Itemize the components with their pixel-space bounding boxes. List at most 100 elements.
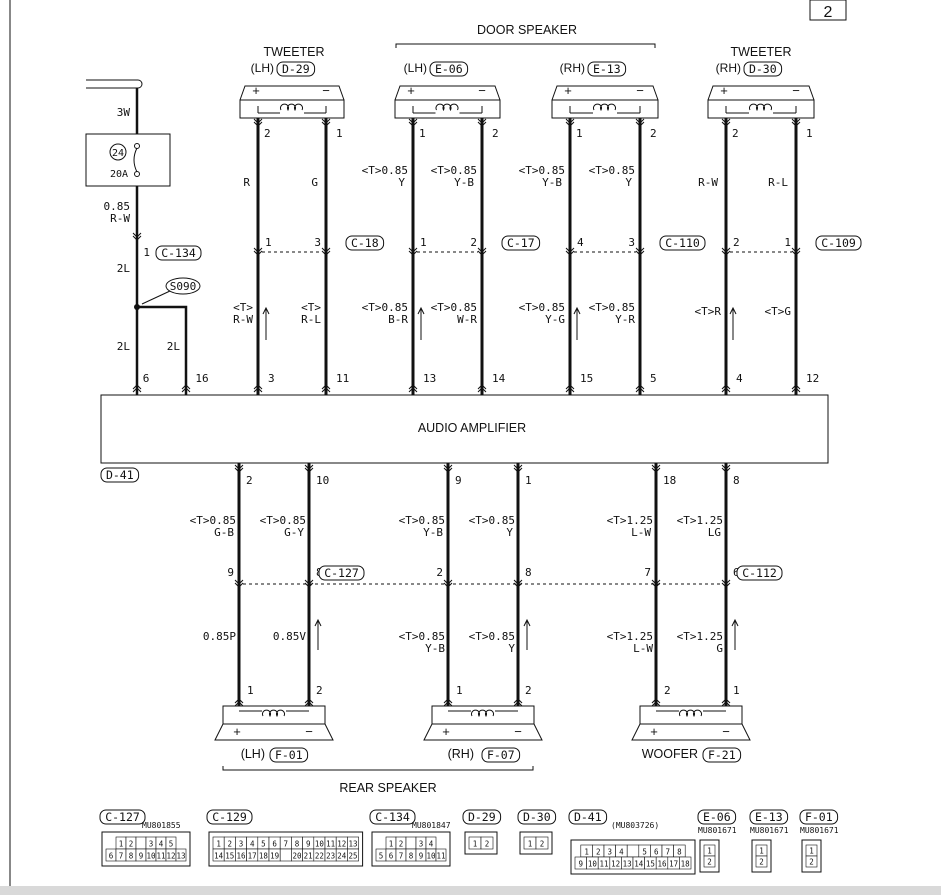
bottom-current-arrow-1-head [523, 618, 531, 627]
legend-pin-number: 6 [272, 840, 277, 849]
top-wire-amp-pin-4: 15 [580, 372, 593, 385]
legend-pin-number: 4 [429, 840, 434, 849]
bottom-wire-upper-color-1: G-Y [284, 526, 304, 539]
top-current-arrow-3-head [729, 306, 737, 315]
top-wire-mid-pin-0: 1 [265, 236, 272, 249]
bottom-wire-spk-terminal-5 [721, 698, 731, 707]
c134-terminal-icon [132, 232, 142, 241]
top-wire-mid-pin-6: 2 [733, 236, 740, 249]
top-wire-mid-terminal-1 [321, 247, 331, 256]
bottom-wire-upper-size-1: <T>0.85 [260, 514, 306, 527]
legend-pin-number: 13 [623, 860, 632, 869]
top-speaker-0-plus: + [252, 83, 260, 98]
top-wire-amp-terminal-6 [721, 384, 731, 393]
legend-pin-number: 2 [596, 848, 601, 857]
top-speaker-0-coil-icon [280, 103, 303, 112]
legend-pin-number: 24 [337, 852, 347, 861]
splice-pointer [141, 290, 171, 305]
bottom-speaker-connector-0-frame [269, 747, 309, 763]
legend-pin-cell [347, 848, 359, 862]
top-mid-connector-0: C-18 [351, 236, 379, 250]
legend-pin-number: 10 [146, 852, 156, 861]
legend-pin-number: 21 [304, 852, 313, 861]
legend-connector-part-2: MU801847 [412, 821, 451, 830]
top-wire-spk-pin-3: 2 [492, 127, 499, 140]
top-wire-mid-pin-4: 4 [577, 236, 584, 249]
page-number: 2 [824, 4, 833, 21]
door-speaker-bracket [395, 43, 656, 48]
legend-pin-number: 14 [634, 860, 644, 869]
bottom-wire-upper-size-2: <T>0.85 [399, 514, 445, 527]
fuse-rating: 20A [110, 169, 128, 180]
bottom-speaker-side-2: WOOFER [642, 747, 698, 761]
top-wire-lower-size-5: <T>0.85 [589, 301, 635, 314]
top-wire-mid-pin-7: 1 [784, 236, 791, 249]
legend-pin-number: 11 [326, 840, 335, 849]
top-wire-lower-color-4: Y-G [545, 313, 565, 326]
legend-pin-number: 12 [611, 860, 620, 869]
top-wire-terminal-3 [477, 118, 487, 127]
bottom-speaker-connector-1: F-07 [487, 748, 515, 762]
legend-pin-number: 2 [129, 840, 134, 849]
bottom-wire-amp-terminal-5 [721, 464, 731, 473]
top-speaker-2-cone [551, 85, 659, 101]
bottom-wire-amp-terminal-3 [513, 464, 523, 473]
legend-pin-number: 2 [707, 858, 712, 867]
legend-pin-cell [626, 844, 640, 858]
c134-tag-frame [155, 245, 202, 261]
top-wire-mid-pin-1: 3 [314, 236, 321, 249]
top-wire-upper-size-2: <T>0.85 [362, 164, 408, 177]
bottom-speaker-2-cone [631, 723, 751, 741]
bottom-wire-mid-pin-0: 9 [227, 566, 234, 579]
legend-connector-label-6: E-06 [703, 810, 731, 824]
bottom-speaker-0-body [222, 705, 326, 725]
legend-pin-number: 7 [119, 852, 124, 861]
top-wire-amp-terminal-3 [477, 384, 487, 393]
bottom-wire-upper-size-3: <T>0.85 [469, 514, 515, 527]
top-speaker-side-3: (RH) [716, 61, 741, 75]
bottom-wire-spk-pin-1: 2 [316, 684, 323, 697]
top-wire-amp-pin-7: 12 [806, 372, 819, 385]
top-speaker-connector-3-frame [743, 61, 783, 77]
top-wire-upper-color-5: Y [625, 176, 632, 189]
top-speaker-title-3: TWEETER [730, 45, 791, 59]
legend-pin-number: 11 [436, 852, 445, 861]
bottom-speaker-1-minus: − [514, 724, 522, 739]
legend-pin-number: 12 [337, 840, 346, 849]
top-wire-amp-pin-3: 14 [492, 372, 506, 385]
splice-branch-wire [137, 305, 188, 395]
bottom-wire-lower-size-4: <T>1.25 [607, 630, 653, 643]
legend-pin-number: 1 [473, 840, 478, 849]
amp-terminal-icon [132, 384, 142, 393]
top-speaker-1-minus: − [478, 83, 486, 98]
amplifier-connector-tag-frame [100, 467, 140, 483]
bottom-wire-mid-terminal-5 [721, 579, 731, 588]
bottom-wire-lower-color-4: L-W [633, 642, 653, 655]
bottom-speaker-2-minus: − [722, 724, 730, 739]
legend-connector-part-8: MU801671 [800, 826, 839, 835]
bottom-wire-amp-pin-5: 8 [733, 474, 740, 487]
legend-pin-number: 6 [109, 852, 114, 861]
top-wire-spk-pin-0: 2 [264, 127, 271, 140]
top-speaker-connector-2-frame [587, 61, 627, 77]
bottom-wire-mid-pin-4: 7 [644, 566, 651, 579]
legend-pin-cell [135, 836, 147, 850]
bottom-wire-spk-pin-3: 2 [525, 684, 532, 697]
bottom-speaker-connector-1-frame [481, 747, 521, 763]
top-mid-connector-0-frame [345, 235, 385, 251]
top-wire-mid-pin-5: 3 [628, 236, 635, 249]
top-wire-terminal-2 [408, 118, 418, 127]
legend-pin-number: 17 [248, 852, 257, 861]
bottom-mid-connector-0-frame [318, 565, 365, 581]
top-wire-upper-color-0: R [243, 176, 250, 189]
top-wire-lower-size-3: <T>0.85 [431, 301, 477, 314]
top-wire-amp-terminal-5 [635, 384, 645, 393]
legend-pin-number: 3 [149, 840, 154, 849]
top-speaker-3-coil-icon [749, 103, 772, 112]
bottom-scrollbar[interactable] [0, 886, 941, 895]
bottom-wire-spk-pin-4: 2 [664, 684, 671, 697]
legend-pin-number: 19 [270, 852, 279, 861]
top-wire-upper-color-6: R-W [698, 176, 718, 189]
